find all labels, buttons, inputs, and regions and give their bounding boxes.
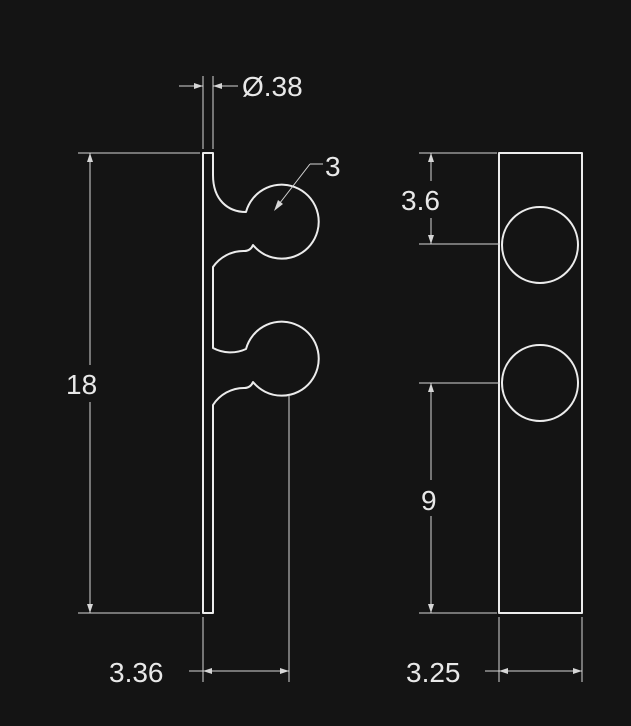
lower-hole — [501, 344, 579, 422]
top-offset-dimension: 3.6 — [401, 152, 500, 245]
thickness-dimension: Ø.38 — [179, 71, 303, 149]
front-width-dimension: 3.25 — [406, 617, 583, 688]
hole-spacing-dimension: 9 — [419, 382, 500, 614]
side-view — [202, 152, 320, 614]
radius-label: 3 — [325, 151, 341, 182]
height-dimension: 18 — [66, 152, 200, 614]
top-offset-label: 3.6 — [401, 185, 440, 216]
side-depth-label: 3.36 — [109, 657, 164, 688]
side-depth-dimension: 3.36 — [109, 395, 290, 688]
radius-leader: 3 — [274, 151, 341, 211]
thickness-label: Ø.38 — [242, 71, 303, 102]
height-label: 18 — [66, 369, 97, 400]
front-view — [498, 152, 583, 614]
side-profile-outline — [202, 152, 320, 614]
front-width-label: 3.25 — [406, 657, 461, 688]
hole-spacing-label: 9 — [421, 485, 437, 516]
upper-hole — [501, 206, 579, 284]
